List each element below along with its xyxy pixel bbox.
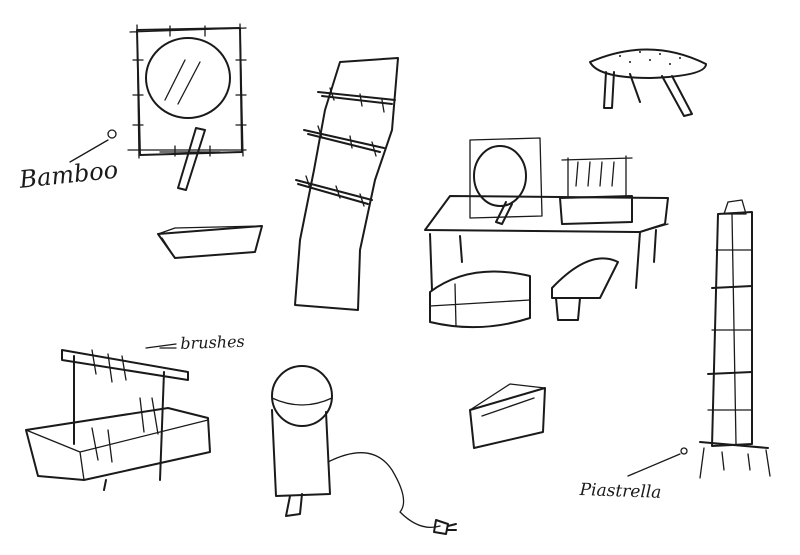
bamboo-mirror-sketch xyxy=(127,23,247,191)
lamp-sketch xyxy=(271,365,457,535)
brush-rack-sketch xyxy=(25,347,211,491)
tall-shelf-sketch xyxy=(699,199,771,479)
ladder-sketch xyxy=(294,57,399,311)
brushes-label: brushes xyxy=(180,331,246,353)
piastrella-label: Piastrella xyxy=(579,480,662,503)
stool-sketch xyxy=(589,48,707,117)
desk-sketch xyxy=(424,137,669,329)
tray-sketch xyxy=(157,225,263,259)
annotation-leaders xyxy=(69,129,688,477)
box-sketch xyxy=(469,383,546,449)
